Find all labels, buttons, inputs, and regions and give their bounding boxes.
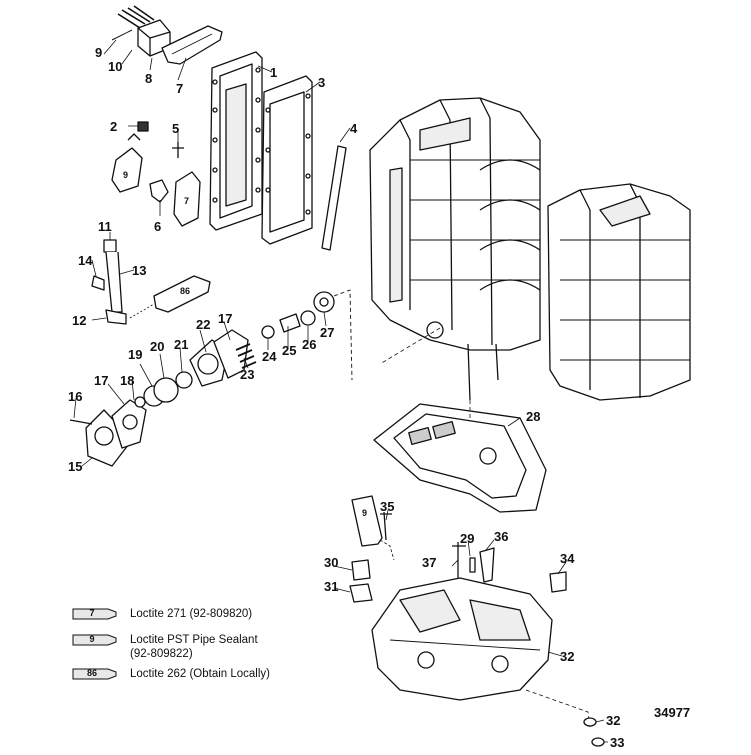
callout-10: 10	[108, 59, 123, 74]
tube-part	[105, 251, 123, 313]
callout-13: 13	[132, 263, 147, 278]
seat-part	[300, 310, 316, 326]
cover-plate-part	[209, 51, 263, 231]
stud-part	[479, 547, 495, 583]
cylinder-block-part	[369, 97, 541, 401]
legend-row-271: 7 Loctite 271 (92-809820)	[72, 604, 252, 624]
legend-text: Loctite PST Pipe Sealant	[130, 634, 258, 646]
callout-20: 20	[150, 339, 165, 354]
legend-tube-icon: 86	[72, 667, 118, 681]
spring-part	[235, 343, 257, 369]
tube-label-7a: 7	[184, 196, 189, 206]
callout-16: 16	[68, 389, 83, 404]
ring-part	[175, 371, 193, 389]
valve-gasket-part	[111, 399, 147, 449]
fitting-part	[103, 239, 117, 253]
callout-29: 32	[560, 649, 575, 664]
block-gasket-part	[261, 75, 313, 245]
legend-subtext: (92-809822)	[130, 648, 193, 660]
callout-38: 37	[422, 555, 437, 570]
callout-11: 11	[98, 219, 112, 234]
plug-part-35	[549, 571, 567, 593]
bolt-part	[69, 419, 93, 425]
crankcase-part	[547, 183, 691, 401]
seal-washer-part	[261, 325, 275, 339]
plug-part	[137, 121, 149, 132]
sealant-tube-9	[111, 147, 143, 193]
callout-33: 32	[606, 713, 621, 728]
callout-26: 26	[302, 337, 317, 352]
legend-row-pst: 9 Loctite PST Pipe Sealant	[72, 630, 258, 650]
sealant-tube-9b	[351, 495, 383, 547]
sealant-tube-86	[153, 275, 211, 313]
callout-1: 1	[270, 65, 278, 80]
callout-17b: 17	[94, 373, 109, 388]
washer-part-33	[583, 717, 597, 727]
legend-tube-label: 9	[89, 634, 95, 644]
poppet-part	[279, 313, 301, 333]
bolt-part-38	[452, 542, 466, 580]
adapter-plate-part	[371, 577, 553, 701]
legend-tube-label: 7	[89, 608, 95, 618]
callout-37: 36	[494, 529, 509, 544]
tube-label-9a: 9	[123, 170, 128, 180]
callout-27: 27	[320, 325, 335, 340]
pin-part	[469, 557, 476, 573]
callout-35: 34	[560, 551, 575, 566]
tube-label-9b: 9	[362, 508, 367, 518]
callout-30: 29	[460, 531, 475, 546]
callout-8: 8	[145, 71, 153, 86]
base-gasket-part	[373, 403, 547, 513]
callout-15: 15	[68, 459, 83, 474]
sealant-tube-7	[173, 171, 201, 227]
legend-text: Loctite 271 (92-809820)	[130, 608, 253, 620]
nut-part-34	[591, 737, 605, 747]
callout-2: 2	[110, 119, 118, 134]
tube-label-86: 86	[180, 286, 190, 296]
thermostat-part	[313, 291, 335, 313]
callout-36: 35	[380, 499, 395, 514]
drawing-id: 34977	[654, 705, 691, 720]
callout-6: 6	[154, 219, 162, 234]
callout-7: 7	[176, 81, 184, 96]
callout-4: 4	[350, 121, 358, 136]
legend-tube-label: 86	[86, 668, 97, 678]
callout-3: 3	[318, 75, 326, 90]
callout-28: 28	[526, 409, 541, 424]
legend-text: Loctite 262 (Obtain Locally)	[130, 668, 270, 680]
callout-19: 19	[128, 347, 143, 362]
legend-tube-icon: 9	[72, 633, 118, 647]
legend-row-262: 86 Loctite 262 (Obtain Locally)	[72, 664, 270, 684]
callout-34: 33	[610, 735, 625, 750]
seal-strip-part	[321, 145, 347, 251]
callout-5: 5	[172, 121, 180, 136]
callout-31: 30	[324, 555, 339, 570]
screw-part	[172, 142, 184, 158]
washer-part	[134, 396, 146, 408]
callout-23: 23	[240, 367, 255, 382]
callout-12: 12	[72, 313, 87, 328]
bolt-part-36	[380, 511, 392, 541]
connector-part	[105, 309, 127, 325]
valve-gasket-part-2	[213, 329, 249, 379]
legend-tube-icon: 7	[72, 607, 118, 621]
callout-18: 18	[120, 373, 135, 388]
callout-24: 24	[262, 349, 277, 364]
callout-17a: 17	[218, 311, 233, 326]
sensor-block-part	[111, 5, 171, 57]
callout-22: 22	[196, 317, 211, 332]
callout-25: 25	[282, 343, 297, 358]
elbow-part	[91, 275, 105, 291]
valve-cover-part	[85, 409, 133, 467]
callout-21: 21	[174, 337, 189, 352]
fitting-part-32	[349, 583, 373, 603]
callout-14: 14	[78, 253, 93, 268]
callout-9: 9	[95, 45, 103, 60]
clip-part	[149, 179, 169, 203]
fitting-part-31	[351, 559, 371, 581]
cover-gasket-part	[161, 25, 223, 65]
callout-32: 31	[324, 579, 339, 594]
